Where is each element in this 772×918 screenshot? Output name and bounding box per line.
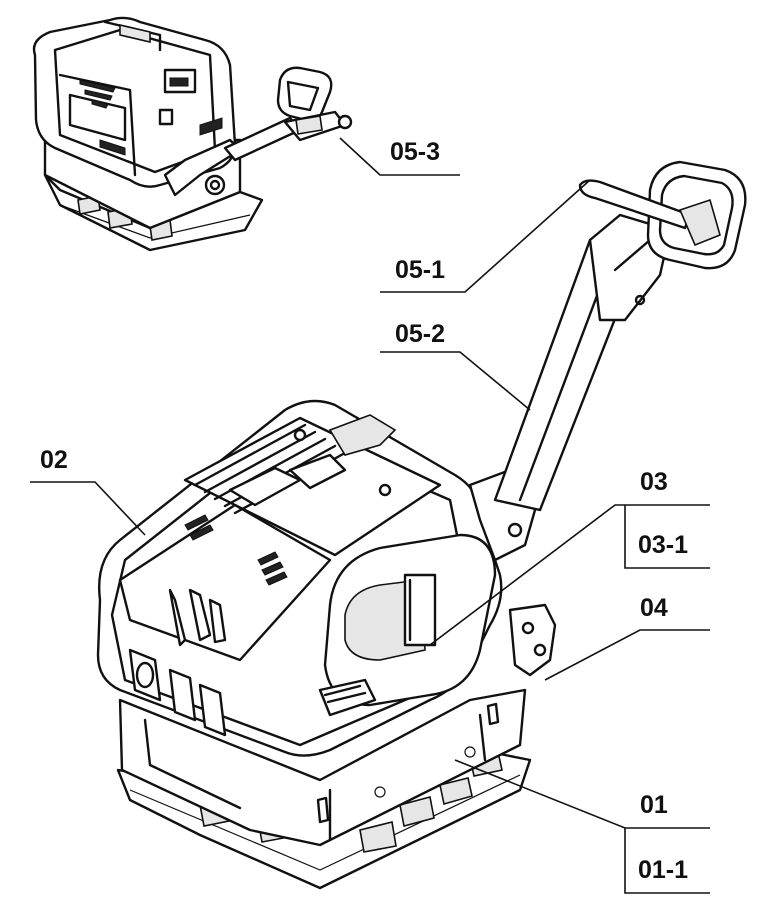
leader-05-2 [380, 351, 531, 411]
leader-04 [544, 629, 710, 681]
leader-03 [429, 504, 710, 646]
leader-01-1-box [624, 828, 710, 894]
main-compactor-illustration [96, 160, 747, 890]
leader-lines [30, 137, 710, 894]
label-05-1: 05-1 [395, 256, 445, 284]
label-01-1: 01-1 [638, 856, 688, 884]
inset-compactor-illustration [32, 16, 353, 252]
leader-02 [30, 481, 146, 536]
label-01: 01 [640, 791, 668, 819]
leader-05-3 [339, 137, 460, 176]
leader-05-1 [380, 179, 591, 293]
leader-03-1-box [624, 505, 710, 569]
part-labels: 05-3 05-1 05-2 02 03 03-1 04 01 01-1 [40, 138, 688, 884]
label-02: 02 [40, 446, 68, 474]
label-03: 03 [640, 468, 668, 496]
label-05-2: 05-2 [395, 320, 445, 348]
label-05-3: 05-3 [390, 138, 440, 166]
label-04: 04 [640, 594, 668, 622]
label-03-1: 03-1 [638, 531, 688, 559]
